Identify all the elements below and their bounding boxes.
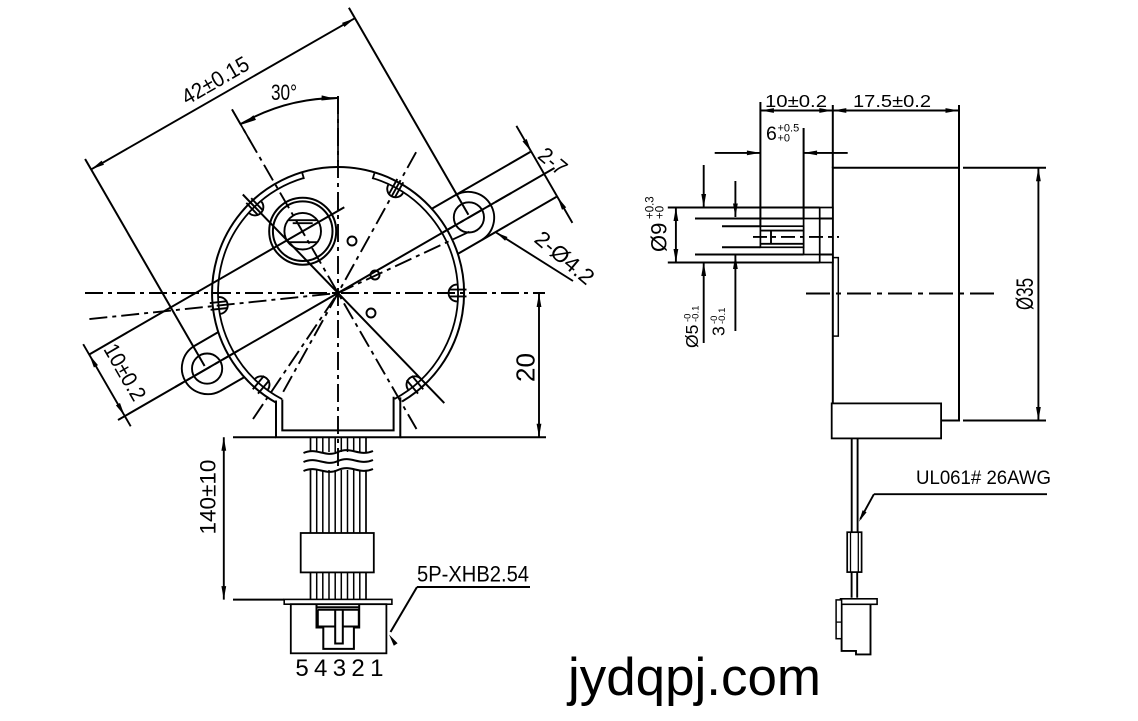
svg-text:2-Ø4.2: 2-Ø4.2: [530, 226, 600, 290]
svg-text:2: 2: [351, 655, 364, 682]
svg-text:42±0.15: 42±0.15: [177, 51, 254, 110]
svg-text:-0: -0: [709, 316, 720, 324]
svg-text:+0: +0: [778, 133, 791, 145]
svg-text:3: 3: [709, 326, 729, 336]
svg-text:3: 3: [333, 655, 346, 682]
svg-text:-0.1: -0.1: [691, 306, 702, 322]
svg-text:+0.3: +0.3: [645, 196, 657, 219]
svg-text:20: 20: [511, 353, 541, 382]
svg-text:jydqpj.com: jydqpj.com: [566, 648, 821, 707]
svg-text:5P-XHB2.54: 5P-XHB2.54: [417, 562, 529, 587]
svg-text:Ø9: Ø9: [647, 223, 672, 252]
svg-text:6: 6: [766, 123, 777, 145]
svg-text:30°: 30°: [271, 80, 297, 105]
svg-text:2-7: 2-7: [533, 142, 572, 180]
svg-text:Ø5: Ø5: [682, 325, 702, 348]
svg-text:10±0.2: 10±0.2: [765, 91, 827, 111]
svg-text:+0: +0: [655, 206, 667, 219]
svg-text:+0.5: +0.5: [778, 123, 800, 135]
svg-text:1: 1: [370, 655, 383, 682]
svg-text:Ø35: Ø35: [1012, 278, 1039, 310]
svg-text:140±10: 140±10: [196, 460, 221, 535]
svg-text:4: 4: [314, 655, 327, 682]
svg-text:-0.1: -0.1: [717, 308, 728, 324]
svg-text:5: 5: [295, 655, 308, 682]
svg-text:UL061# 26AWG: UL061# 26AWG: [916, 468, 1051, 489]
svg-text:10±0.2: 10±0.2: [99, 339, 152, 405]
svg-text:17.5±0.2: 17.5±0.2: [853, 91, 931, 111]
svg-text:-0: -0: [683, 314, 694, 322]
